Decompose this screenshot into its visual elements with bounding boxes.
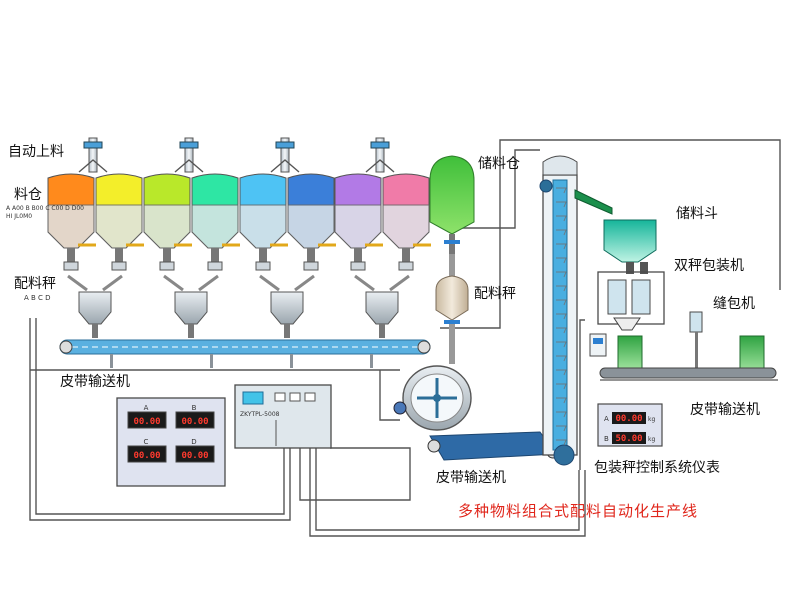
elevator-bucket	[556, 257, 567, 264]
label-silo: 料仓	[14, 187, 42, 203]
elevator-bucket	[556, 383, 567, 390]
silo-group	[47, 137, 144, 338]
pack-letter: A	[604, 415, 609, 423]
batch-scale	[67, 274, 123, 338]
elevator-bucket	[556, 425, 567, 432]
label-storage-silo: 储料仓	[478, 156, 520, 172]
display-value: 00.00	[181, 451, 208, 461]
elevator-bucket	[556, 313, 567, 320]
elevator-bucket	[556, 369, 567, 376]
elevator-bucket	[556, 327, 567, 334]
display-letter: C	[144, 438, 149, 446]
batch-scale-mid	[435, 275, 469, 364]
control-cabinet: ZKYTPL-5008	[234, 384, 332, 449]
label-belt-left: 皮带输送机	[60, 374, 130, 390]
label-batch-scale-abcd: A B C D	[24, 294, 51, 302]
display-letter: D	[191, 438, 196, 446]
label-scale-plate: A A00 B B00 C C00 D D00	[6, 205, 84, 212]
silo	[287, 173, 336, 271]
elevator-bucket	[556, 187, 567, 194]
silo	[191, 173, 240, 271]
control-wiring	[29, 139, 781, 537]
batch-scale	[259, 274, 315, 338]
double-scale-packer	[589, 219, 665, 369]
labels: 自动上料 料仓 A A00 B B00 C C00 D D00 HI JL0M0…	[6, 144, 760, 520]
pack-unit: kg	[648, 436, 655, 443]
silo	[334, 173, 383, 271]
cabinet-model: ZKYTPL-5008	[240, 411, 280, 418]
display-value: 00.00	[181, 417, 208, 427]
silo-groups	[47, 137, 431, 338]
display-letter: B	[192, 404, 197, 412]
elevator-bucket	[556, 271, 567, 278]
bucket-elevator	[539, 155, 613, 466]
label-batch-scale: 配料秤	[14, 276, 56, 292]
pack-unit: kg	[648, 416, 655, 423]
silo	[143, 173, 192, 271]
elevator-bucket	[556, 243, 567, 250]
elevator-bucket	[556, 355, 567, 362]
belt-conveyor-left	[30, 339, 431, 421]
batch-scale	[354, 274, 410, 338]
silo-group	[239, 137, 336, 338]
label-belt-mid: 皮带输送机	[436, 470, 506, 486]
belt-conveyor-right	[599, 367, 778, 381]
storage-silo	[429, 155, 475, 276]
label-packing-controller: 包装秤控制系统仪表	[594, 460, 720, 476]
elevator-bucket	[556, 201, 567, 208]
silo-group	[143, 137, 240, 338]
display-letter: A	[144, 404, 149, 412]
pack-value: 50.00	[615, 434, 642, 444]
elevator-bucket	[556, 397, 567, 404]
silo	[95, 173, 144, 271]
display-value: 00.00	[133, 417, 160, 427]
sewing-machine	[689, 311, 765, 372]
label-scale-plate2: HI JL0M0	[6, 213, 32, 220]
silo	[47, 173, 96, 271]
elevator-bucket	[556, 229, 567, 236]
elevator-bucket	[556, 439, 567, 446]
belt-conveyor-mid	[427, 431, 560, 461]
silo-group	[334, 137, 431, 338]
label-auto-feed: 自动上料	[8, 144, 64, 160]
pack-value: 00.00	[615, 414, 642, 424]
display-value: 00.00	[133, 451, 160, 461]
label-storage-hopper: 储料斗	[676, 206, 718, 222]
silo	[239, 173, 288, 271]
elevator-bucket	[556, 411, 567, 418]
pack-letter: B	[604, 435, 609, 443]
elevator-bucket	[556, 215, 567, 222]
diagram-title: 多种物料组合式配料自动化生产线	[458, 502, 698, 520]
silo	[382, 173, 431, 271]
elevator-bucket	[556, 285, 567, 292]
label-sewing-machine: 缝包机	[713, 296, 755, 312]
elevator-bucket	[556, 299, 567, 306]
label-double-scale-packer: 双秤包装机	[674, 258, 744, 274]
mixer	[393, 365, 472, 431]
label-batch-scale-mid: 配料秤	[474, 286, 516, 302]
elevator-bucket	[556, 341, 567, 348]
batch-scale	[163, 274, 219, 338]
label-belt-right: 皮带输送机	[690, 402, 760, 418]
